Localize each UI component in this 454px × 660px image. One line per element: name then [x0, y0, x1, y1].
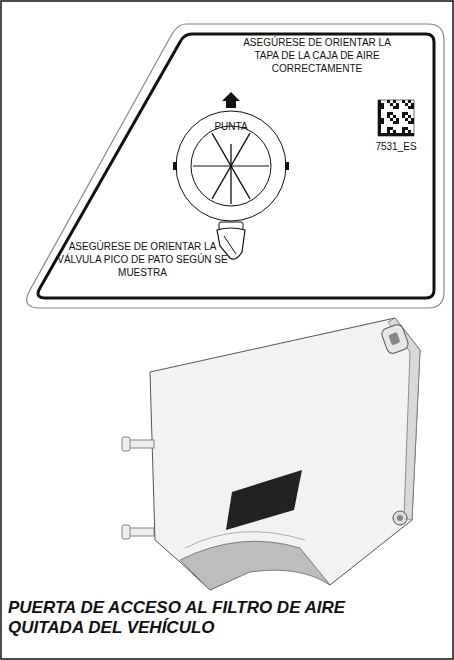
- decal-text: ASEGÚRESE DE ORIENTAR LA TAPA DE LA CAJA…: [232, 36, 402, 75]
- airbox-lid-circle: PUNTA: [173, 108, 289, 224]
- duckbill-valve: [217, 222, 245, 259]
- arrow-symbol: [222, 92, 240, 108]
- decal-code: 7531_ES: [366, 140, 426, 153]
- qr-code: [378, 100, 414, 136]
- access-door: [122, 318, 420, 590]
- decal-text: ASEGÚRESE DE ORIENTAR LA VÁLVULA PICO DE…: [55, 240, 230, 279]
- decal-label: ASEGÚRESE DE ORIENTAR LA TAPA DE LA CAJA…: [0, 0, 454, 320]
- orientation-mark: PUNTA: [201, 120, 261, 133]
- figure-caption: PUERTA DE ACCESO AL FILTRO DE AIRE QUITA…: [8, 598, 358, 639]
